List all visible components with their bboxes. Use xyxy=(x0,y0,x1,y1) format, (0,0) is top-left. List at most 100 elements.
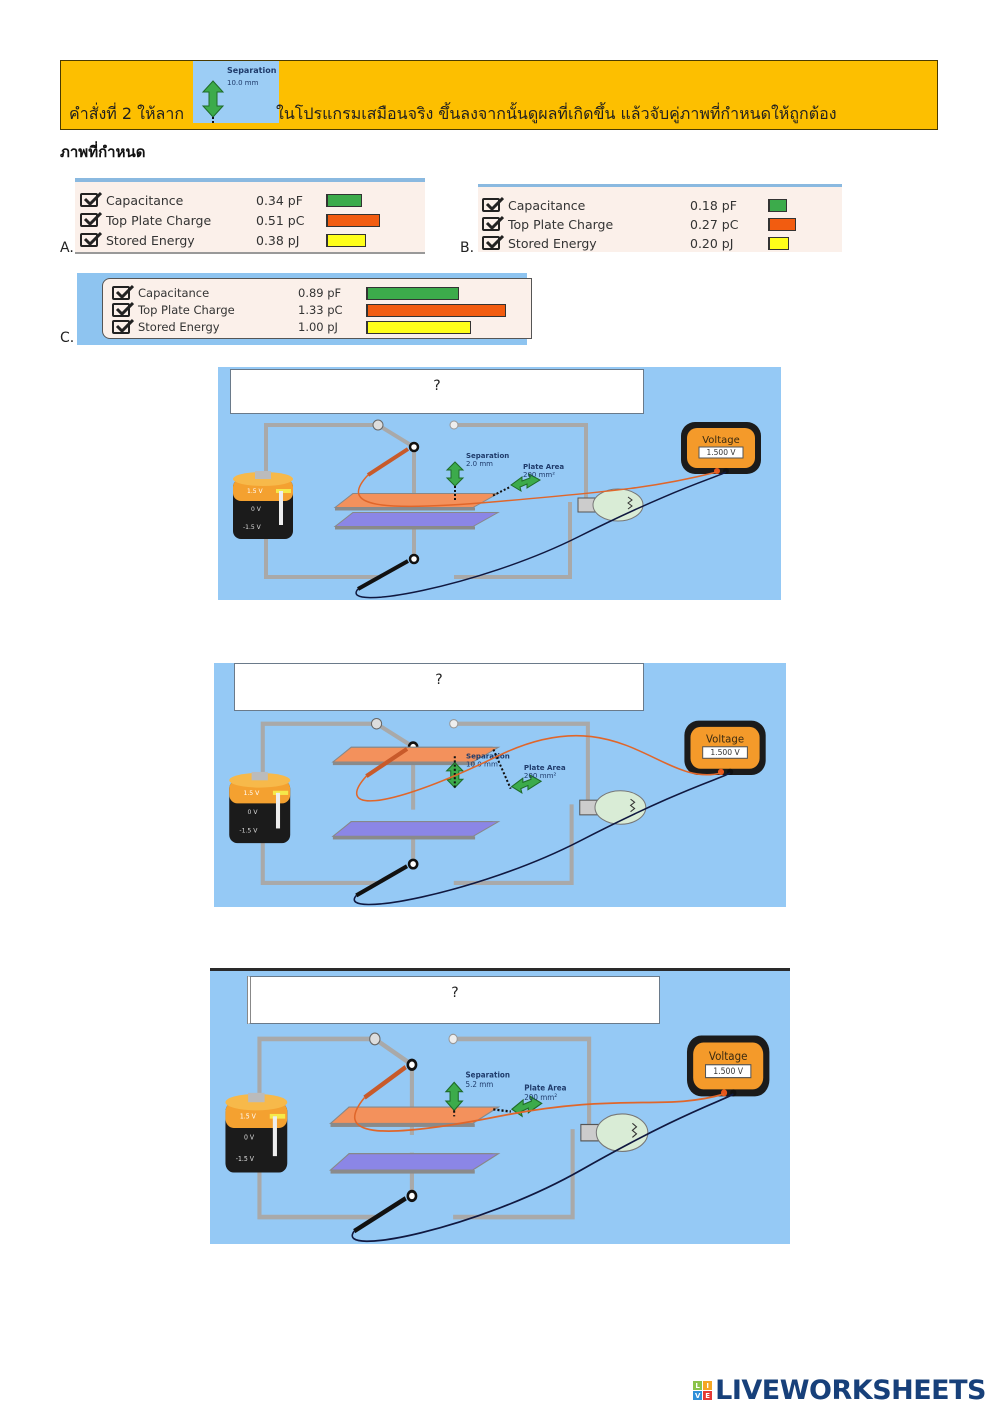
voltmeter-value: 1.500 V xyxy=(710,748,740,757)
option-a-panel: Capacitance 0.34 pF Top Plate Charge 0.5… xyxy=(75,178,425,254)
checkbox[interactable] xyxy=(80,191,102,207)
voltmeter-title: Voltage xyxy=(709,1049,748,1063)
option-a-letter: A. xyxy=(60,240,74,256)
instruction-text: คำสั่งที่ 2 ให้ลากในโปรแกรมเสมือนจริง ขึ… xyxy=(69,102,837,127)
readout-row-top-plate-charge: Top Plate Charge 1.33 pC xyxy=(112,301,506,319)
black-probe-icon xyxy=(357,559,409,591)
readout-bar xyxy=(366,303,506,317)
probe-ring-top xyxy=(406,1058,418,1071)
double-arrow-vertical-icon xyxy=(201,80,225,123)
battery-slider xyxy=(276,489,291,493)
bulb-filament xyxy=(627,496,633,510)
battery-icon: 1.5 V0 V-1.5 V xyxy=(225,1092,288,1173)
logo-tile: V xyxy=(693,1391,703,1400)
top-plate-edge xyxy=(335,507,475,511)
logo-tile: L xyxy=(693,1381,703,1390)
checkbox[interactable] xyxy=(80,211,102,227)
separation-arrow-icon xyxy=(444,1081,464,1112)
readout-label: Capacitance xyxy=(508,197,586,213)
battery-label-top: 1.5 V xyxy=(247,488,263,495)
checkbox[interactable] xyxy=(482,215,504,231)
voltmeter-title: Voltage xyxy=(702,435,740,446)
checkbox[interactable] xyxy=(112,284,134,300)
top-plate-face xyxy=(331,746,501,763)
answer-drop-box[interactable]: ? xyxy=(230,369,644,414)
voltmeter-value: 1.500 V xyxy=(707,448,737,457)
answer-placeholder: ? xyxy=(435,672,443,688)
readout-value: 0.34 pF xyxy=(256,192,303,208)
readout-row-capacitance: Capacitance 0.89 pF xyxy=(112,284,460,302)
checkbox[interactable] xyxy=(112,318,134,334)
switch-pivot-icon xyxy=(370,717,383,730)
readout-label: Top Plate Charge xyxy=(508,216,614,232)
bulb-filament xyxy=(631,1122,638,1138)
probe-ring-bottom xyxy=(406,1189,418,1203)
battery-slider xyxy=(269,1113,286,1119)
checkbox[interactable] xyxy=(482,234,504,250)
separation-arrow-icon xyxy=(445,461,465,487)
red-probe-icon xyxy=(363,1065,407,1100)
black-lead-wire xyxy=(355,471,727,599)
probe-ring-bottom xyxy=(408,553,420,565)
light-bulb-icon xyxy=(595,1113,649,1153)
battery-terminal xyxy=(251,771,268,781)
separation-value: 5.2 mm xyxy=(465,1080,493,1090)
light-bulb-icon xyxy=(592,488,644,522)
battery-label-top: 1.5 V xyxy=(243,790,260,797)
readout-row-stored-energy: Stored Energy 1.00 pJ xyxy=(112,318,471,336)
chip-separation-value: 10.0 mm xyxy=(227,79,259,87)
probe-ring-top xyxy=(408,441,420,453)
top-plate-edge xyxy=(330,1123,475,1127)
battery-slider-track xyxy=(272,1116,277,1157)
readout-value: 1.00 pJ xyxy=(298,320,338,334)
answer-drop-box[interactable]: ? xyxy=(234,663,644,711)
readout-row-capacitance: Capacitance 0.34 pF xyxy=(80,191,362,209)
readout-row-stored-energy: Stored Energy 0.38 pJ xyxy=(80,231,366,249)
battery-slider-track xyxy=(279,491,283,525)
voltmeter-display xyxy=(705,1064,752,1079)
readout-value: 0.18 pF xyxy=(690,197,737,213)
separation-label: Separation xyxy=(466,452,509,460)
red-probe-icon xyxy=(366,447,410,477)
voltmeter-display xyxy=(702,746,748,759)
checkbox[interactable] xyxy=(482,196,504,212)
plate-area-dotted-line xyxy=(493,1108,511,1113)
circuit-wire xyxy=(260,721,590,886)
battery-label-mid: 0 V xyxy=(244,1133,255,1141)
plate-area-value: 200 mm² xyxy=(524,771,557,780)
plate-area-label: Plate Area xyxy=(524,1083,566,1093)
battery-label-mid: 0 V xyxy=(251,506,262,513)
answer-placeholder: ? xyxy=(451,985,459,1001)
checkbox[interactable] xyxy=(112,301,134,317)
readout-label: Stored Energy xyxy=(138,320,220,334)
switch-contact-icon xyxy=(449,719,459,729)
readout-label: Capacitance xyxy=(138,286,210,300)
battery-slider-track xyxy=(275,792,281,829)
option-c-panel: Capacitance 0.89 pF Top Plate Charge 1.3… xyxy=(102,278,532,339)
readout-row-capacitance: Capacitance 0.18 pF xyxy=(482,196,787,214)
liveworksheets-logo: L I V E LIVEWORKSHEETS xyxy=(693,1375,986,1406)
readout-row-top-plate-charge: Top Plate Charge 0.51 pC xyxy=(80,211,380,229)
black-probe-icon xyxy=(353,1196,407,1234)
plate-area-arrow-icon xyxy=(510,473,541,493)
option-b-panel: Capacitance 0.18 pF Top Plate Charge 0.2… xyxy=(478,184,842,252)
instruction-banner: Separation 10.0 mm คำสั่งที่ 2 ให้ลากในโ… xyxy=(60,60,938,130)
plate-area-arrow-icon xyxy=(510,774,543,794)
bottom-plate-edge xyxy=(335,526,475,530)
readout-bar xyxy=(366,320,471,334)
switch-pivot-icon xyxy=(372,419,384,431)
logo-text: LIVEWORKSHEETS xyxy=(715,1375,986,1406)
voltmeter-title: Voltage xyxy=(706,733,744,745)
answer-placeholder: ? xyxy=(433,378,441,394)
voltmeter-icon: Voltage 1.500 V xyxy=(681,422,761,474)
readout-label: Stored Energy xyxy=(508,235,597,251)
circuit-wire xyxy=(264,423,588,579)
readout-label: Top Plate Charge xyxy=(106,212,212,228)
checkbox[interactable] xyxy=(80,231,102,247)
battery-slider xyxy=(272,790,289,795)
option-c-letter: C. xyxy=(60,330,75,346)
answer-drop-box[interactable]: ? xyxy=(247,976,660,1024)
